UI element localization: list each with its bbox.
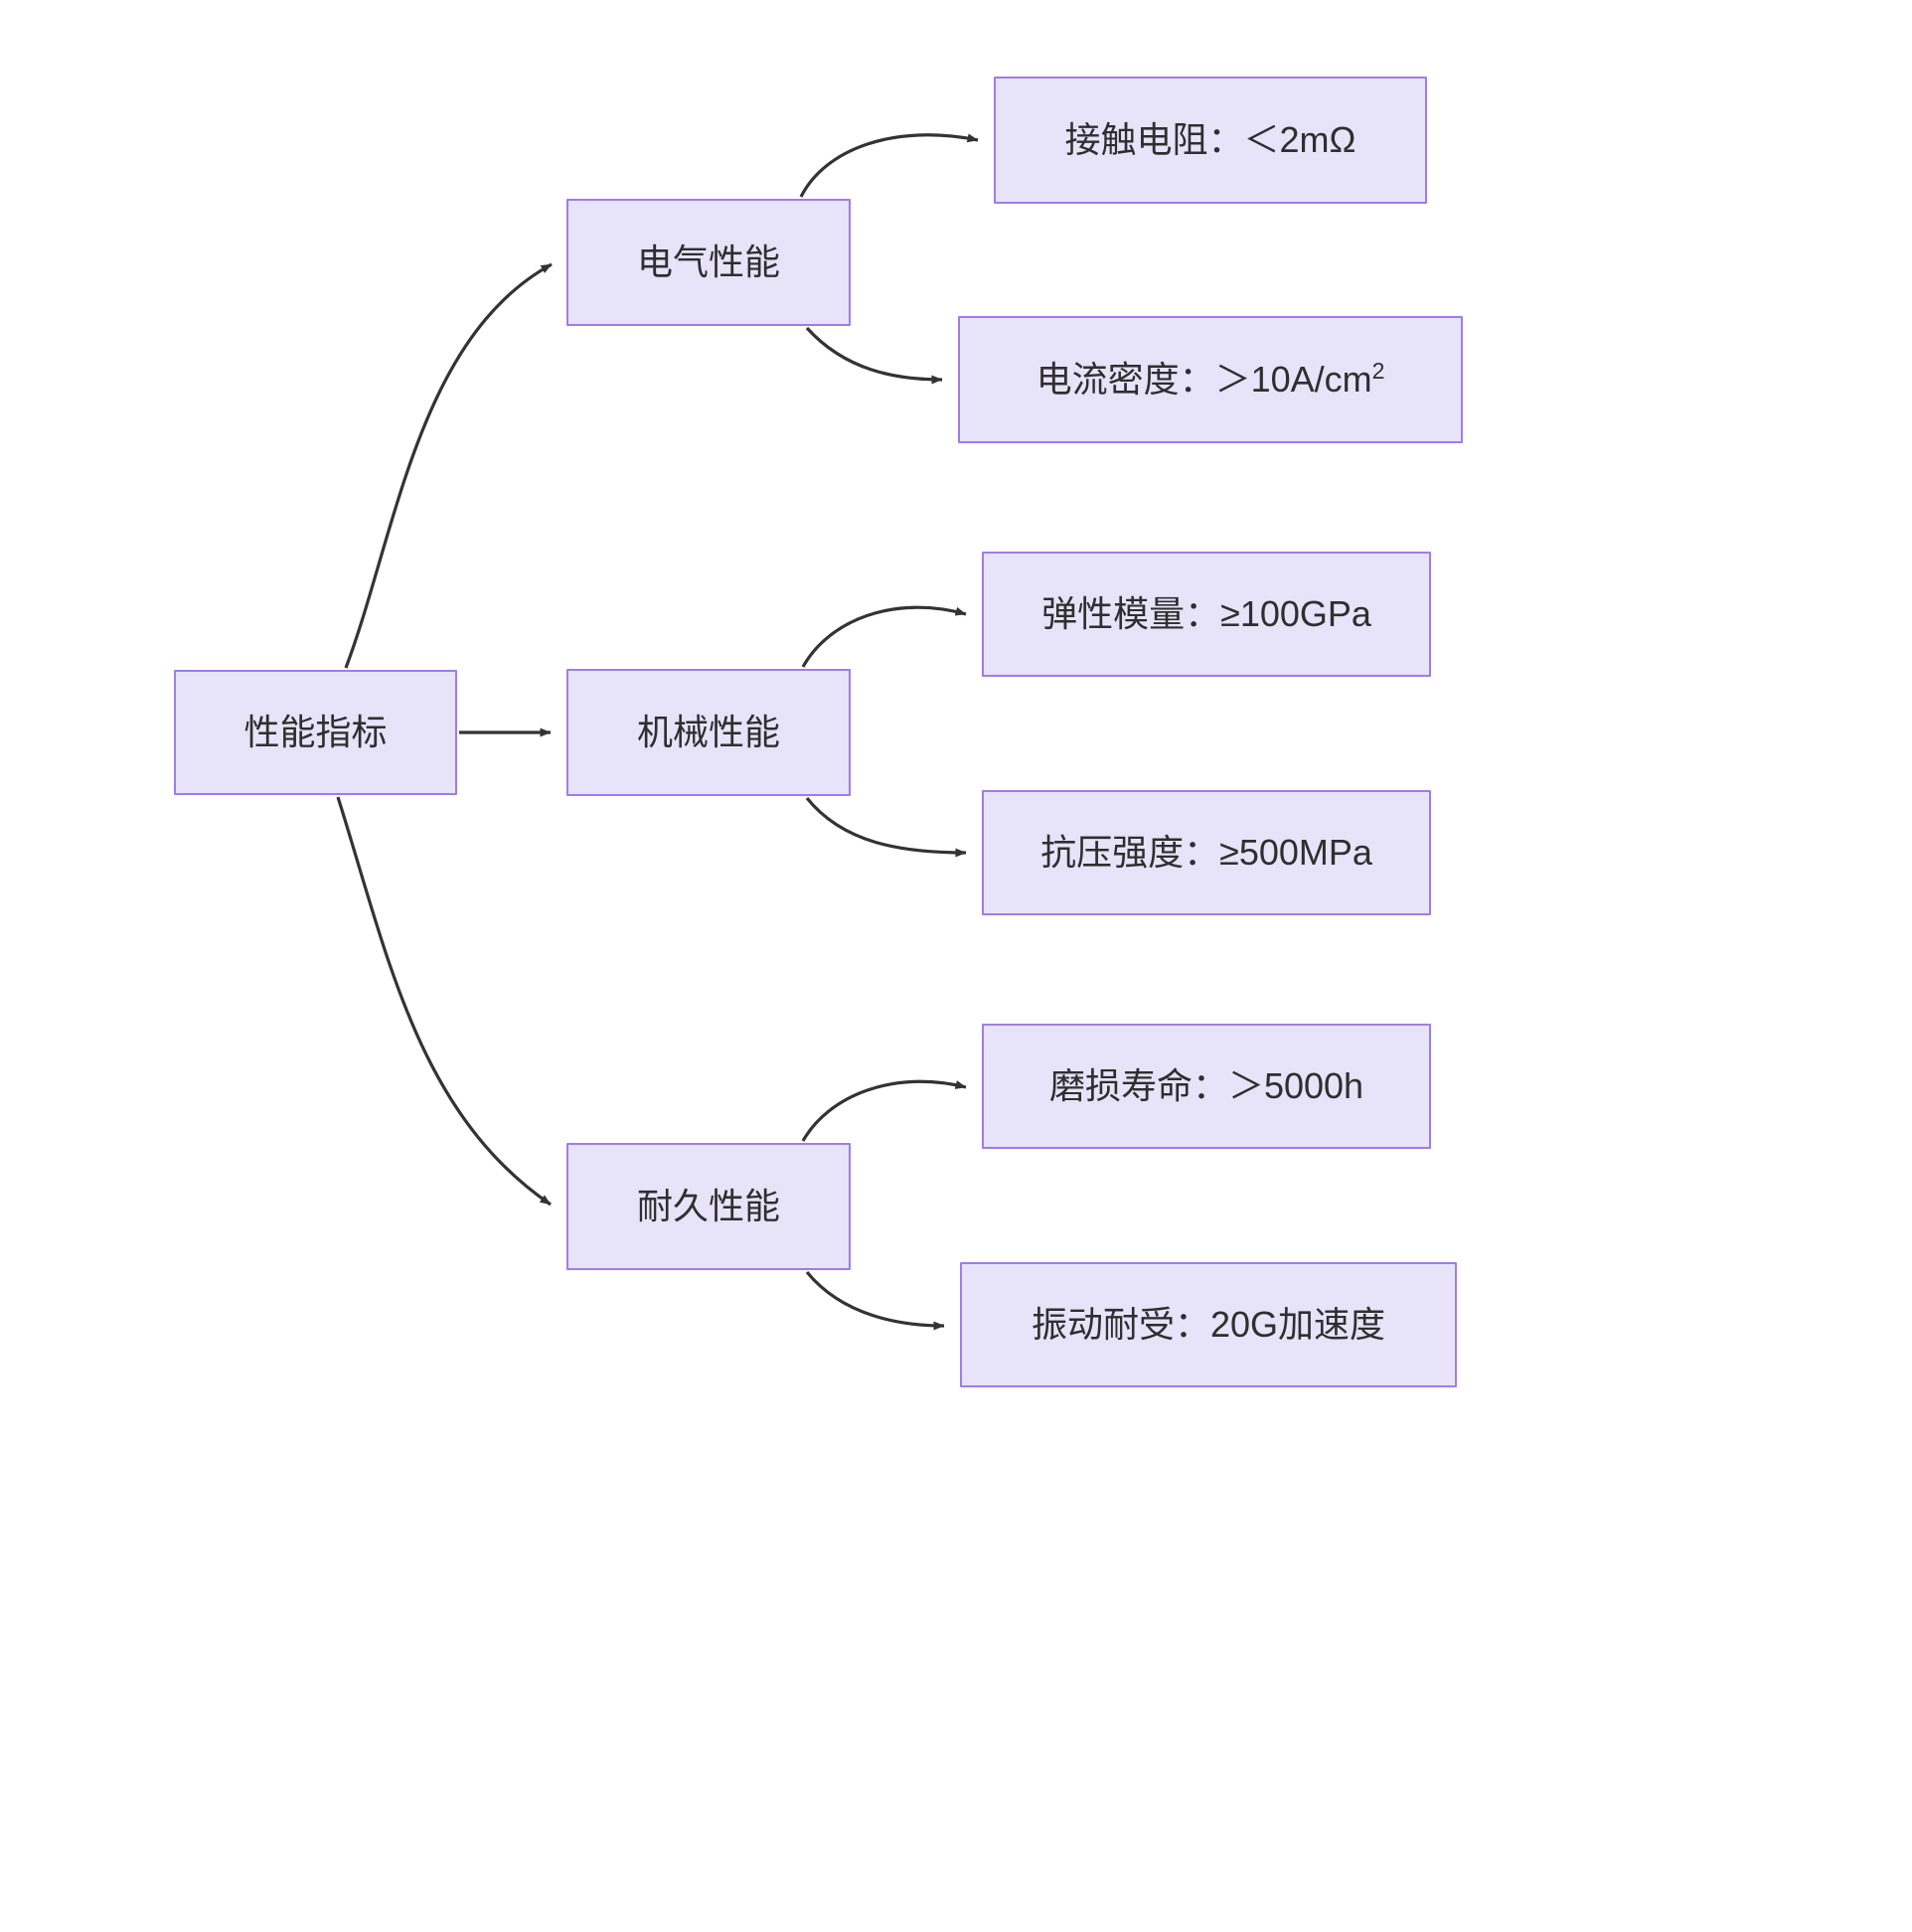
node-group-durability-label: 耐久性能 [636, 1186, 780, 1227]
node-leaf-compressive-strength-label: 抗压强度：≥500MPa [1040, 832, 1372, 874]
node-leaf-contact-resistance[interactable]: 接触电阻：＜2mΩ [994, 77, 1427, 204]
edge-mech-to-leaf-3 [805, 796, 967, 858]
node-root-label: 性能指标 [243, 712, 388, 753]
node-leaf-current-density-label: 电流密度：＞10A/cm2 [1027, 358, 1395, 401]
edge-elec-to-leaf-0 [799, 133, 979, 198]
node-group-durability[interactable]: 耐久性能 [566, 1143, 851, 1270]
edge-dura-to-leaf-4 [801, 1079, 967, 1142]
node-group-electrical-label: 电气性能 [636, 242, 780, 283]
edge-mech-to-leaf-2 [801, 605, 967, 668]
node-leaf-elastic-modulus[interactable]: 弹性模量：≥100GPa [982, 552, 1431, 677]
node-leaf-vibration-tolerance[interactable]: 振动耐受：20G加速度 [960, 1262, 1457, 1387]
node-leaf-current-density-text: 电流密度：＞10A/cm [1036, 359, 1372, 401]
node-leaf-contact-resistance-label: 接触电阻：＜2mΩ [1064, 119, 1356, 161]
node-leaf-compressive-strength[interactable]: 抗压强度：≥500MPa [982, 790, 1431, 915]
node-group-electrical[interactable]: 电气性能 [566, 199, 851, 326]
edge-dura-to-leaf-5 [805, 1270, 945, 1331]
node-group-mechanical[interactable]: 机械性能 [566, 669, 851, 796]
edge-root-to-elec [344, 262, 553, 669]
node-leaf-current-density-superscript: 2 [1371, 358, 1385, 385]
node-leaf-elastic-modulus-label: 弹性模量：≥100GPa [1041, 593, 1371, 635]
edge-elec-to-leaf-1 [805, 326, 943, 385]
edge-root-to-dura [336, 796, 552, 1207]
node-leaf-vibration-tolerance-label: 振动耐受：20G加速度 [1031, 1304, 1386, 1346]
node-leaf-wear-life[interactable]: 磨损寿命：＞5000h [982, 1024, 1431, 1149]
node-group-mechanical-label: 机械性能 [636, 712, 780, 753]
node-root-performance-metrics[interactable]: 性能指标 [174, 670, 457, 795]
node-leaf-wear-life-label: 磨损寿命：＞5000h [1048, 1065, 1364, 1107]
node-leaf-current-density[interactable]: 电流密度：＞10A/cm2 [958, 316, 1463, 443]
